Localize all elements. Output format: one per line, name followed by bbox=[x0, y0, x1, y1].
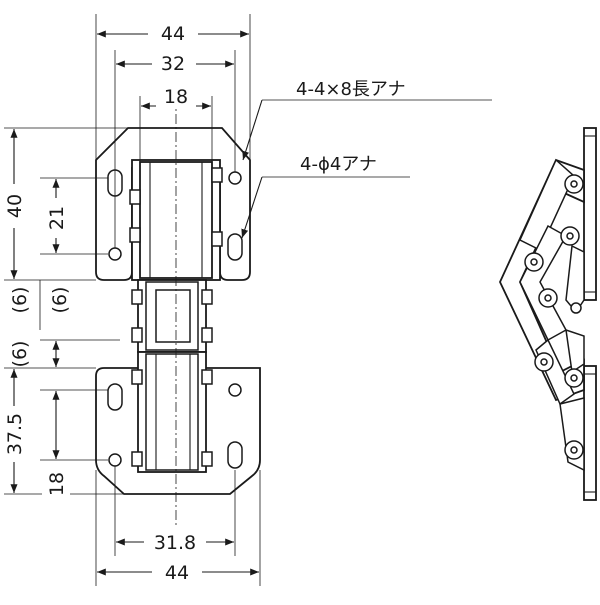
dim-label-6-b: (6) bbox=[49, 287, 71, 314]
annotation-round-holes: 4-ϕ4アナ bbox=[241, 154, 410, 239]
dim-label-37-5: 37.5 bbox=[4, 413, 26, 455]
dim-label-6-a: (6) bbox=[9, 287, 31, 314]
slot-hole-lower-left bbox=[107, 383, 123, 411]
dim-label-32: 32 bbox=[161, 53, 185, 75]
slot-hole-upper-right bbox=[227, 233, 243, 261]
dim-label-6-c: (6) bbox=[9, 341, 31, 368]
side-view bbox=[499, 127, 597, 501]
dim-hole-spacing-top: 32 bbox=[114, 48, 236, 248]
annotation-round-holes-text: 4-ϕ4アナ bbox=[300, 154, 377, 175]
annotation-slot-holes-text: 4-4×8長アナ bbox=[296, 79, 406, 100]
dim-label-18-top: 18 bbox=[164, 86, 188, 108]
dim-overall-width-bottom: 44 bbox=[95, 470, 261, 586]
dim-label-44-top: 44 bbox=[161, 23, 185, 45]
dim-hole-spacing-vertical-top: 21 bbox=[40, 177, 108, 255]
dim-label-21: 21 bbox=[46, 206, 68, 230]
dim-label-44-bottom: 44 bbox=[165, 562, 189, 584]
dim-plate-height-top: 40 bbox=[0, 127, 128, 281]
dim-hole-spacing-vertical-bottom: 18 bbox=[40, 389, 108, 502]
round-hole-upper-left bbox=[108, 247, 122, 261]
hinge-linkage bbox=[131, 279, 213, 353]
dim-plate-height-bottom: 37.5 bbox=[0, 367, 124, 495]
hinge-body-lower bbox=[131, 351, 213, 473]
dim-offset-lower: (6) bbox=[9, 339, 120, 368]
dim-arm-width: 18 bbox=[139, 82, 213, 162]
slot-hole-lower-right bbox=[227, 441, 243, 469]
dim-label-40: 40 bbox=[4, 194, 26, 218]
dim-hole-spacing-bottom: 31.8 bbox=[114, 466, 236, 556]
round-hole-upper-right bbox=[228, 171, 242, 185]
round-hole-lower-left bbox=[108, 453, 122, 467]
dim-label-31-8: 31.8 bbox=[154, 532, 196, 554]
dim-offset-upper: (6) (6) bbox=[9, 280, 71, 330]
dim-overall-width-top: 44 bbox=[95, 14, 251, 160]
round-hole-lower-right bbox=[228, 383, 242, 397]
dim-label-18-left: 18 bbox=[46, 472, 68, 496]
annotation-slot-holes: 4-4×8長アナ bbox=[242, 79, 492, 161]
